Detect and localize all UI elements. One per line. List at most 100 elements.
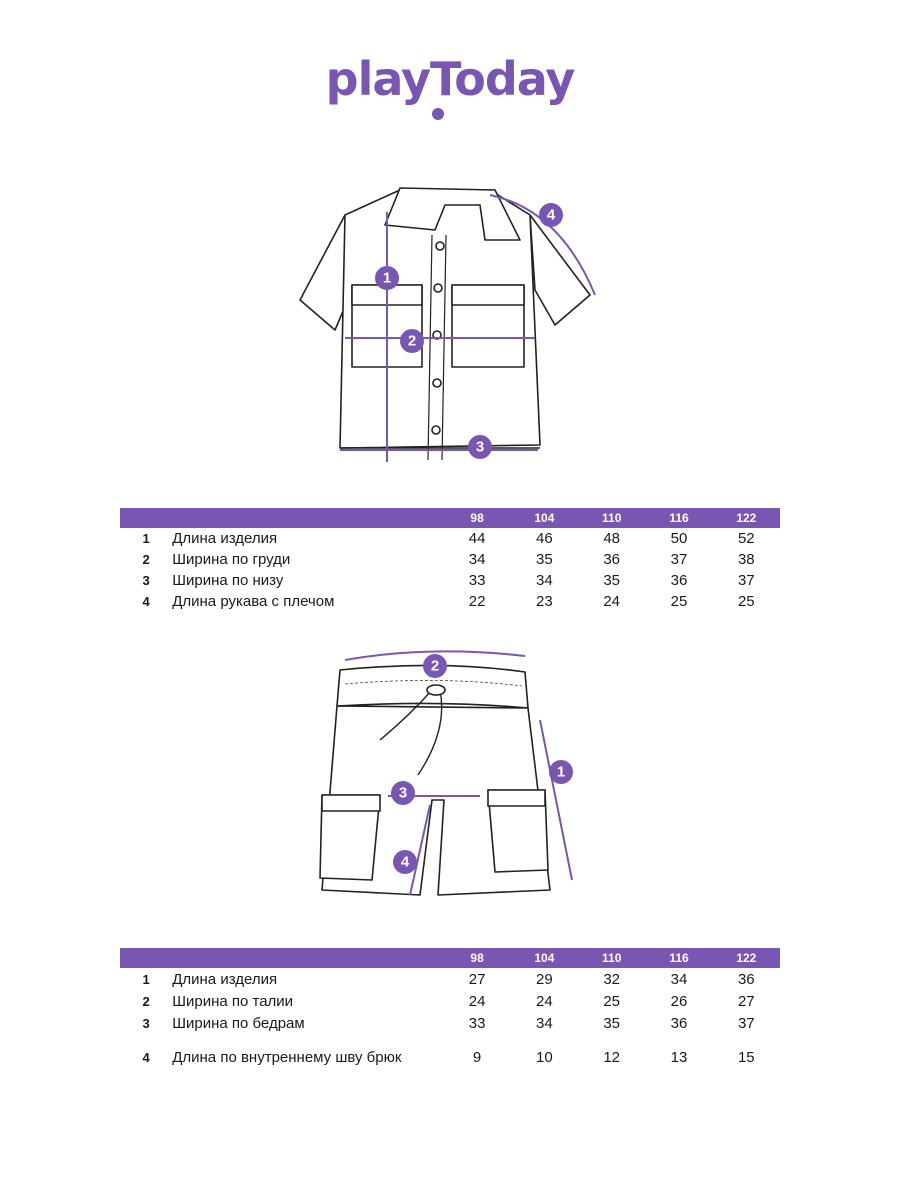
svg-text:4: 4 <box>401 854 410 871</box>
size-header: 116 <box>645 508 713 528</box>
row-label: Ширина по талии <box>172 992 294 1010</box>
row-label: Ширина по груди <box>172 551 291 568</box>
shirt-marker-4: 4 <box>539 203 563 227</box>
cell-value: 44 <box>468 530 486 547</box>
cell-value: 29 <box>536 970 553 988</box>
row-number: 1 <box>142 531 150 546</box>
row-number: 3 <box>142 573 150 588</box>
cell-value: 26 <box>670 992 688 1010</box>
svg-text:4: 4 <box>547 207 556 224</box>
cell-value: 24 <box>603 593 621 610</box>
cell-value: 34 <box>536 572 553 589</box>
table-row: 2 Ширина по талии 24 24 25 26 27 <box>120 990 780 1012</box>
shirt-collar <box>384 187 521 241</box>
row-number: 3 <box>142 1015 150 1031</box>
cell-value: 48 <box>603 530 621 547</box>
cell-value: 27 <box>737 992 755 1010</box>
shorts-sketch: 1 2 3 4 <box>319 650 573 896</box>
size-header: 98 <box>443 948 511 968</box>
row-label: Ширина по бедрам <box>172 1014 305 1032</box>
cell-value: 37 <box>670 551 688 568</box>
shirt-marker-2: 2 <box>400 329 424 353</box>
svg-text:3: 3 <box>476 439 484 456</box>
row-label: Длина рукава с плечом <box>172 593 335 610</box>
cell-value: 23 <box>536 593 553 610</box>
cell-value: 34 <box>670 970 688 988</box>
shorts-size-table: 98 104 110 116 122 1 Длина изделия 27 29… <box>120 948 780 1080</box>
cell-value: 33 <box>468 1014 486 1032</box>
cell-value: 52 <box>737 530 755 547</box>
shorts-marker-2: 2 <box>423 654 447 678</box>
size-header: 98 <box>443 508 511 528</box>
row-number: 2 <box>142 993 150 1009</box>
size-header: 110 <box>578 508 646 528</box>
table-row: 4 Длина по внутреннему шву брюк 9 10 12 … <box>120 1034 780 1080</box>
table-row: 3 Ширина по низу 33 34 35 36 37 <box>120 570 780 591</box>
cell-value: 25 <box>737 593 755 610</box>
row-number: 4 <box>142 594 150 609</box>
svg-text:1: 1 <box>383 270 391 287</box>
cell-value: 50 <box>670 530 688 547</box>
table-row: 2 Ширина по груди 34 35 36 37 38 <box>120 549 780 570</box>
size-header: 110 <box>578 948 646 968</box>
table-row: 1 Длина изделия 27 29 32 34 36 <box>120 968 780 990</box>
row-number: 2 <box>142 552 150 567</box>
cell-value: 36 <box>670 1014 688 1032</box>
cell-value: 12 <box>603 1048 621 1066</box>
cell-value: 35 <box>536 551 553 568</box>
table-row: 4 Длина рукава с плечом 22 23 24 25 25 <box>120 591 780 612</box>
size-header: 104 <box>510 948 579 968</box>
svg-text:3: 3 <box>399 785 407 802</box>
shorts-marker-3: 3 <box>391 781 415 805</box>
cell-value: 27 <box>468 970 486 988</box>
shirt-right-sleeve <box>529 214 591 326</box>
shorts-marker-1: 1 <box>549 760 573 784</box>
brand-logo-dot <box>432 108 444 120</box>
cell-value: 35 <box>603 1014 621 1032</box>
size-header: 122 <box>712 948 780 968</box>
row-number: 4 <box>142 1049 150 1065</box>
shirt-marker-1: 1 <box>375 266 399 290</box>
shorts-table-header: 98 104 110 116 122 <box>120 948 780 968</box>
size-header: 122 <box>712 508 780 528</box>
cell-value: 15 <box>737 1048 755 1066</box>
cell-value: 38 <box>737 551 755 568</box>
svg-text:2: 2 <box>431 658 439 675</box>
row-label: Длина изделия <box>172 970 278 988</box>
cell-value: 24 <box>536 992 553 1010</box>
cell-value: 36 <box>737 970 755 988</box>
cell-value: 35 <box>603 572 621 589</box>
cell-value: 37 <box>737 572 755 589</box>
cell-value: 34 <box>536 1014 553 1032</box>
cell-value: 32 <box>603 970 621 988</box>
shirt-size-table: 98 104 110 116 122 1 Длина изделия 44 46… <box>120 508 780 612</box>
cell-value: 37 <box>737 1014 755 1032</box>
row-label: Длина по внутреннему шву брюк <box>172 1048 402 1066</box>
cell-value: 13 <box>670 1048 688 1066</box>
size-header: 116 <box>645 948 713 968</box>
cell-value: 9 <box>472 1048 482 1066</box>
cell-value: 22 <box>468 593 486 610</box>
size-header: 104 <box>510 508 579 528</box>
cell-value: 10 <box>536 1048 553 1066</box>
svg-text:1: 1 <box>557 764 565 781</box>
cell-value: 46 <box>536 530 553 547</box>
shirt-sketch: 1 2 3 4 <box>299 187 596 462</box>
cell-value: 25 <box>603 992 621 1010</box>
cell-value: 34 <box>468 551 486 568</box>
cell-value: 36 <box>670 572 688 589</box>
svg-text:2: 2 <box>408 333 416 350</box>
shorts-marker-4: 4 <box>393 850 417 874</box>
row-number: 1 <box>142 971 150 987</box>
brand-logo: playToday <box>325 52 576 106</box>
table-row: 1 Длина изделия 44 46 48 50 52 <box>120 528 780 549</box>
row-label: Ширина по низу <box>172 572 284 589</box>
table-row: 3 Ширина по бедрам 33 34 35 36 37 <box>120 1012 780 1034</box>
shirt-marker-3: 3 <box>468 435 492 459</box>
cell-value: 25 <box>670 593 688 610</box>
cell-value: 36 <box>603 551 621 568</box>
shirt-table-header: 98 104 110 116 122 <box>120 508 780 528</box>
cell-value: 24 <box>468 992 486 1010</box>
row-label: Длина изделия <box>172 530 278 547</box>
cell-value: 33 <box>468 572 486 589</box>
